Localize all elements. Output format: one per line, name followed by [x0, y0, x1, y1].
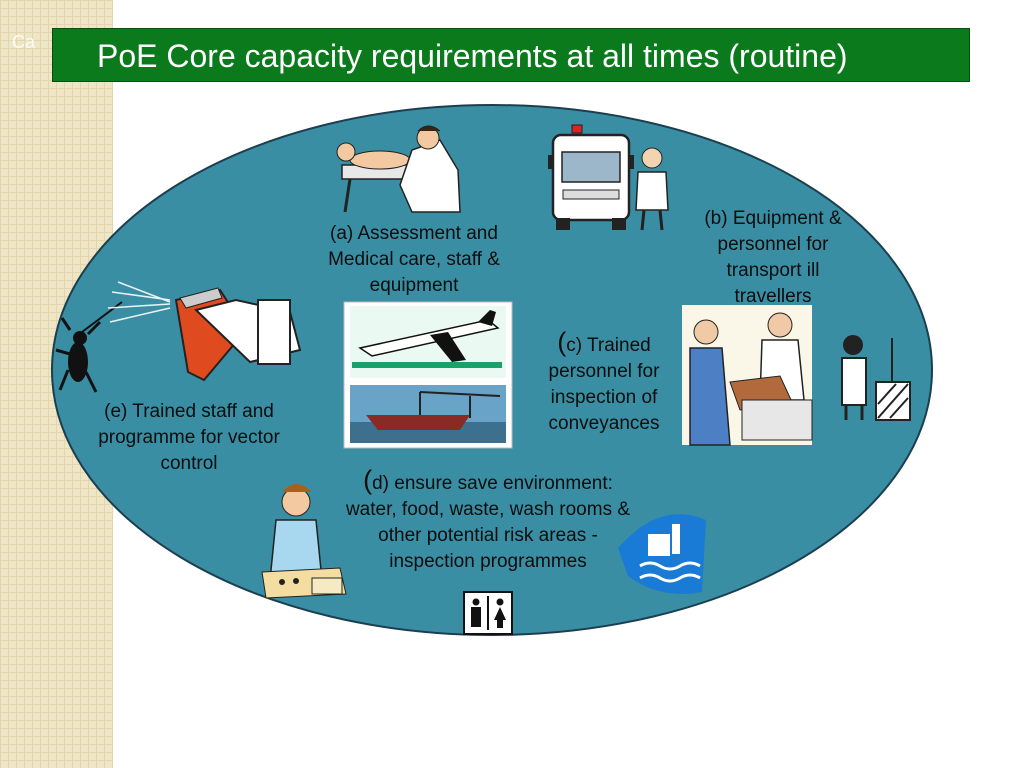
- airplane-and-ship-photo: [343, 301, 513, 449]
- item-a-label: (a) Assessment and Medical care, staff &…: [328, 223, 500, 296]
- slide-title: PoE Core capacity requirements at all ti…: [52, 28, 970, 82]
- item-e-label: (e) Trained staff and programme for vect…: [98, 401, 280, 474]
- cargo-inspector-icon: [841, 335, 911, 421]
- food-preparation-icon: [261, 484, 347, 599]
- mosquito-spray-icon: [107, 281, 302, 382]
- item-c-label: (c) Trained personnel for inspection of …: [534, 329, 674, 437]
- item-c-text: c) Trained personnel for inspection of c…: [548, 335, 660, 434]
- item-c-prefix: (: [557, 327, 567, 357]
- item-d-text: d) ensure save environment: water, food,…: [345, 473, 631, 572]
- item-b-label: (b) Equipment & personnel for transport …: [704, 208, 842, 307]
- restroom-icon: [463, 591, 513, 635]
- paramedic-icon: [635, 147, 669, 231]
- doctor-examining-patient-icon: [336, 125, 461, 213]
- item-d-label: (d) ensure save environment: water, food…: [342, 467, 634, 575]
- ambulance-icon: [548, 124, 634, 230]
- item-d-prefix: (: [363, 465, 373, 495]
- mosquito-icon: [55, 301, 123, 393]
- customs-inspection-icon: [682, 305, 813, 446]
- corner-label: Ca: [12, 32, 36, 52]
- harbour-icon: [618, 514, 706, 594]
